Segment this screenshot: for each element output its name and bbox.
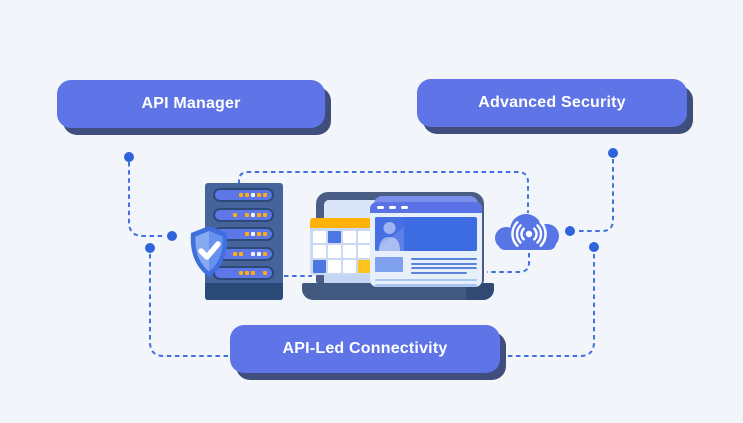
calendar-cell: [327, 230, 341, 244]
calendar-cell: [327, 245, 341, 258]
server-led: [245, 232, 249, 236]
server-led: [263, 212, 267, 217]
signal-waves-icon: [511, 221, 547, 247]
server-led: [251, 212, 255, 217]
api-led-connectivity-button[interactable]: API-Led Connectivity: [230, 325, 506, 380]
content-thumbnail: [375, 257, 403, 272]
api-manager-button[interactable]: API Manager: [57, 80, 331, 135]
server-led: [239, 251, 243, 256]
connector-dot: [145, 243, 155, 253]
server-led: [257, 251, 261, 256]
server-led: [251, 251, 255, 256]
connector-advanced-security-to-cloud: [577, 159, 614, 232]
server-led: [251, 232, 255, 236]
connector-dot: [608, 148, 618, 158]
server-led: [263, 251, 267, 256]
server-led: [233, 212, 237, 217]
connector-cloud-to-browser: [487, 253, 530, 273]
user-avatar-box: [375, 217, 404, 251]
calendar-cell: [342, 259, 356, 273]
server-slot: [213, 266, 274, 280]
server-led: [257, 193, 261, 197]
connector-left-to-bottom-button: [149, 254, 229, 357]
connector-api-manager-to-server: [128, 162, 165, 237]
server-base: [205, 283, 283, 300]
calendar-cell: [312, 259, 326, 273]
server-slot: [213, 188, 274, 202]
calendar-cell: [357, 245, 371, 258]
browser-hero-banner: [375, 217, 477, 251]
calendar-cell: [342, 230, 356, 244]
server-led: [257, 232, 261, 236]
server-rack: [205, 183, 283, 300]
server-led: [251, 271, 255, 275]
server-led: [239, 213, 243, 217]
server-led: [263, 271, 267, 275]
server-led: [245, 252, 249, 256]
window-control-dash-icon: [377, 206, 384, 209]
calendar-widget: [310, 218, 373, 275]
server-led: [251, 193, 255, 197]
advanced-security-button[interactable]: Advanced Security: [417, 79, 693, 134]
calendar-cell: [327, 259, 341, 273]
server-led: [239, 193, 243, 197]
server-led: [257, 271, 261, 275]
connector-dot: [167, 231, 177, 241]
cloud-signal-icon: [495, 214, 559, 250]
calendar-cell: [357, 230, 371, 244]
window-control-dash-icon: [401, 206, 408, 209]
connector-dot: [589, 242, 599, 252]
server-led: [245, 193, 249, 197]
api-led-connectivity-label: API-Led Connectivity: [230, 325, 500, 373]
server-slot: [213, 207, 274, 222]
server-led: [233, 251, 237, 256]
calendar-cell: [342, 245, 356, 258]
server-led: [263, 232, 267, 236]
connector-dot: [124, 152, 134, 162]
shield-check-icon: [190, 226, 228, 277]
calendar-cell: [312, 245, 326, 258]
server-led: [245, 271, 249, 275]
calendar-grid: [310, 228, 373, 275]
browser-window: [370, 196, 482, 287]
calendar-cell: [357, 259, 371, 273]
connector-right-to-bottom-button: [506, 254, 595, 357]
content-text-lines: [411, 257, 477, 274]
server-led: [245, 212, 249, 217]
laptop-base: [302, 283, 494, 300]
browser-content-row: [375, 257, 477, 274]
server-led: [257, 212, 261, 217]
calendar-header: [310, 218, 373, 228]
window-control-dash-icon: [389, 206, 396, 209]
browser-titlebar: [370, 202, 482, 213]
browser-window-front: [370, 202, 482, 287]
user-icon: [375, 222, 404, 251]
advanced-security-label: Advanced Security: [417, 79, 687, 127]
browser-footer-lines: [375, 278, 477, 287]
calendar-cell: [312, 230, 326, 244]
connector-dot: [565, 226, 575, 236]
api-manager-label: API Manager: [57, 80, 325, 128]
server-led: [263, 193, 267, 197]
server-led: [239, 271, 243, 275]
